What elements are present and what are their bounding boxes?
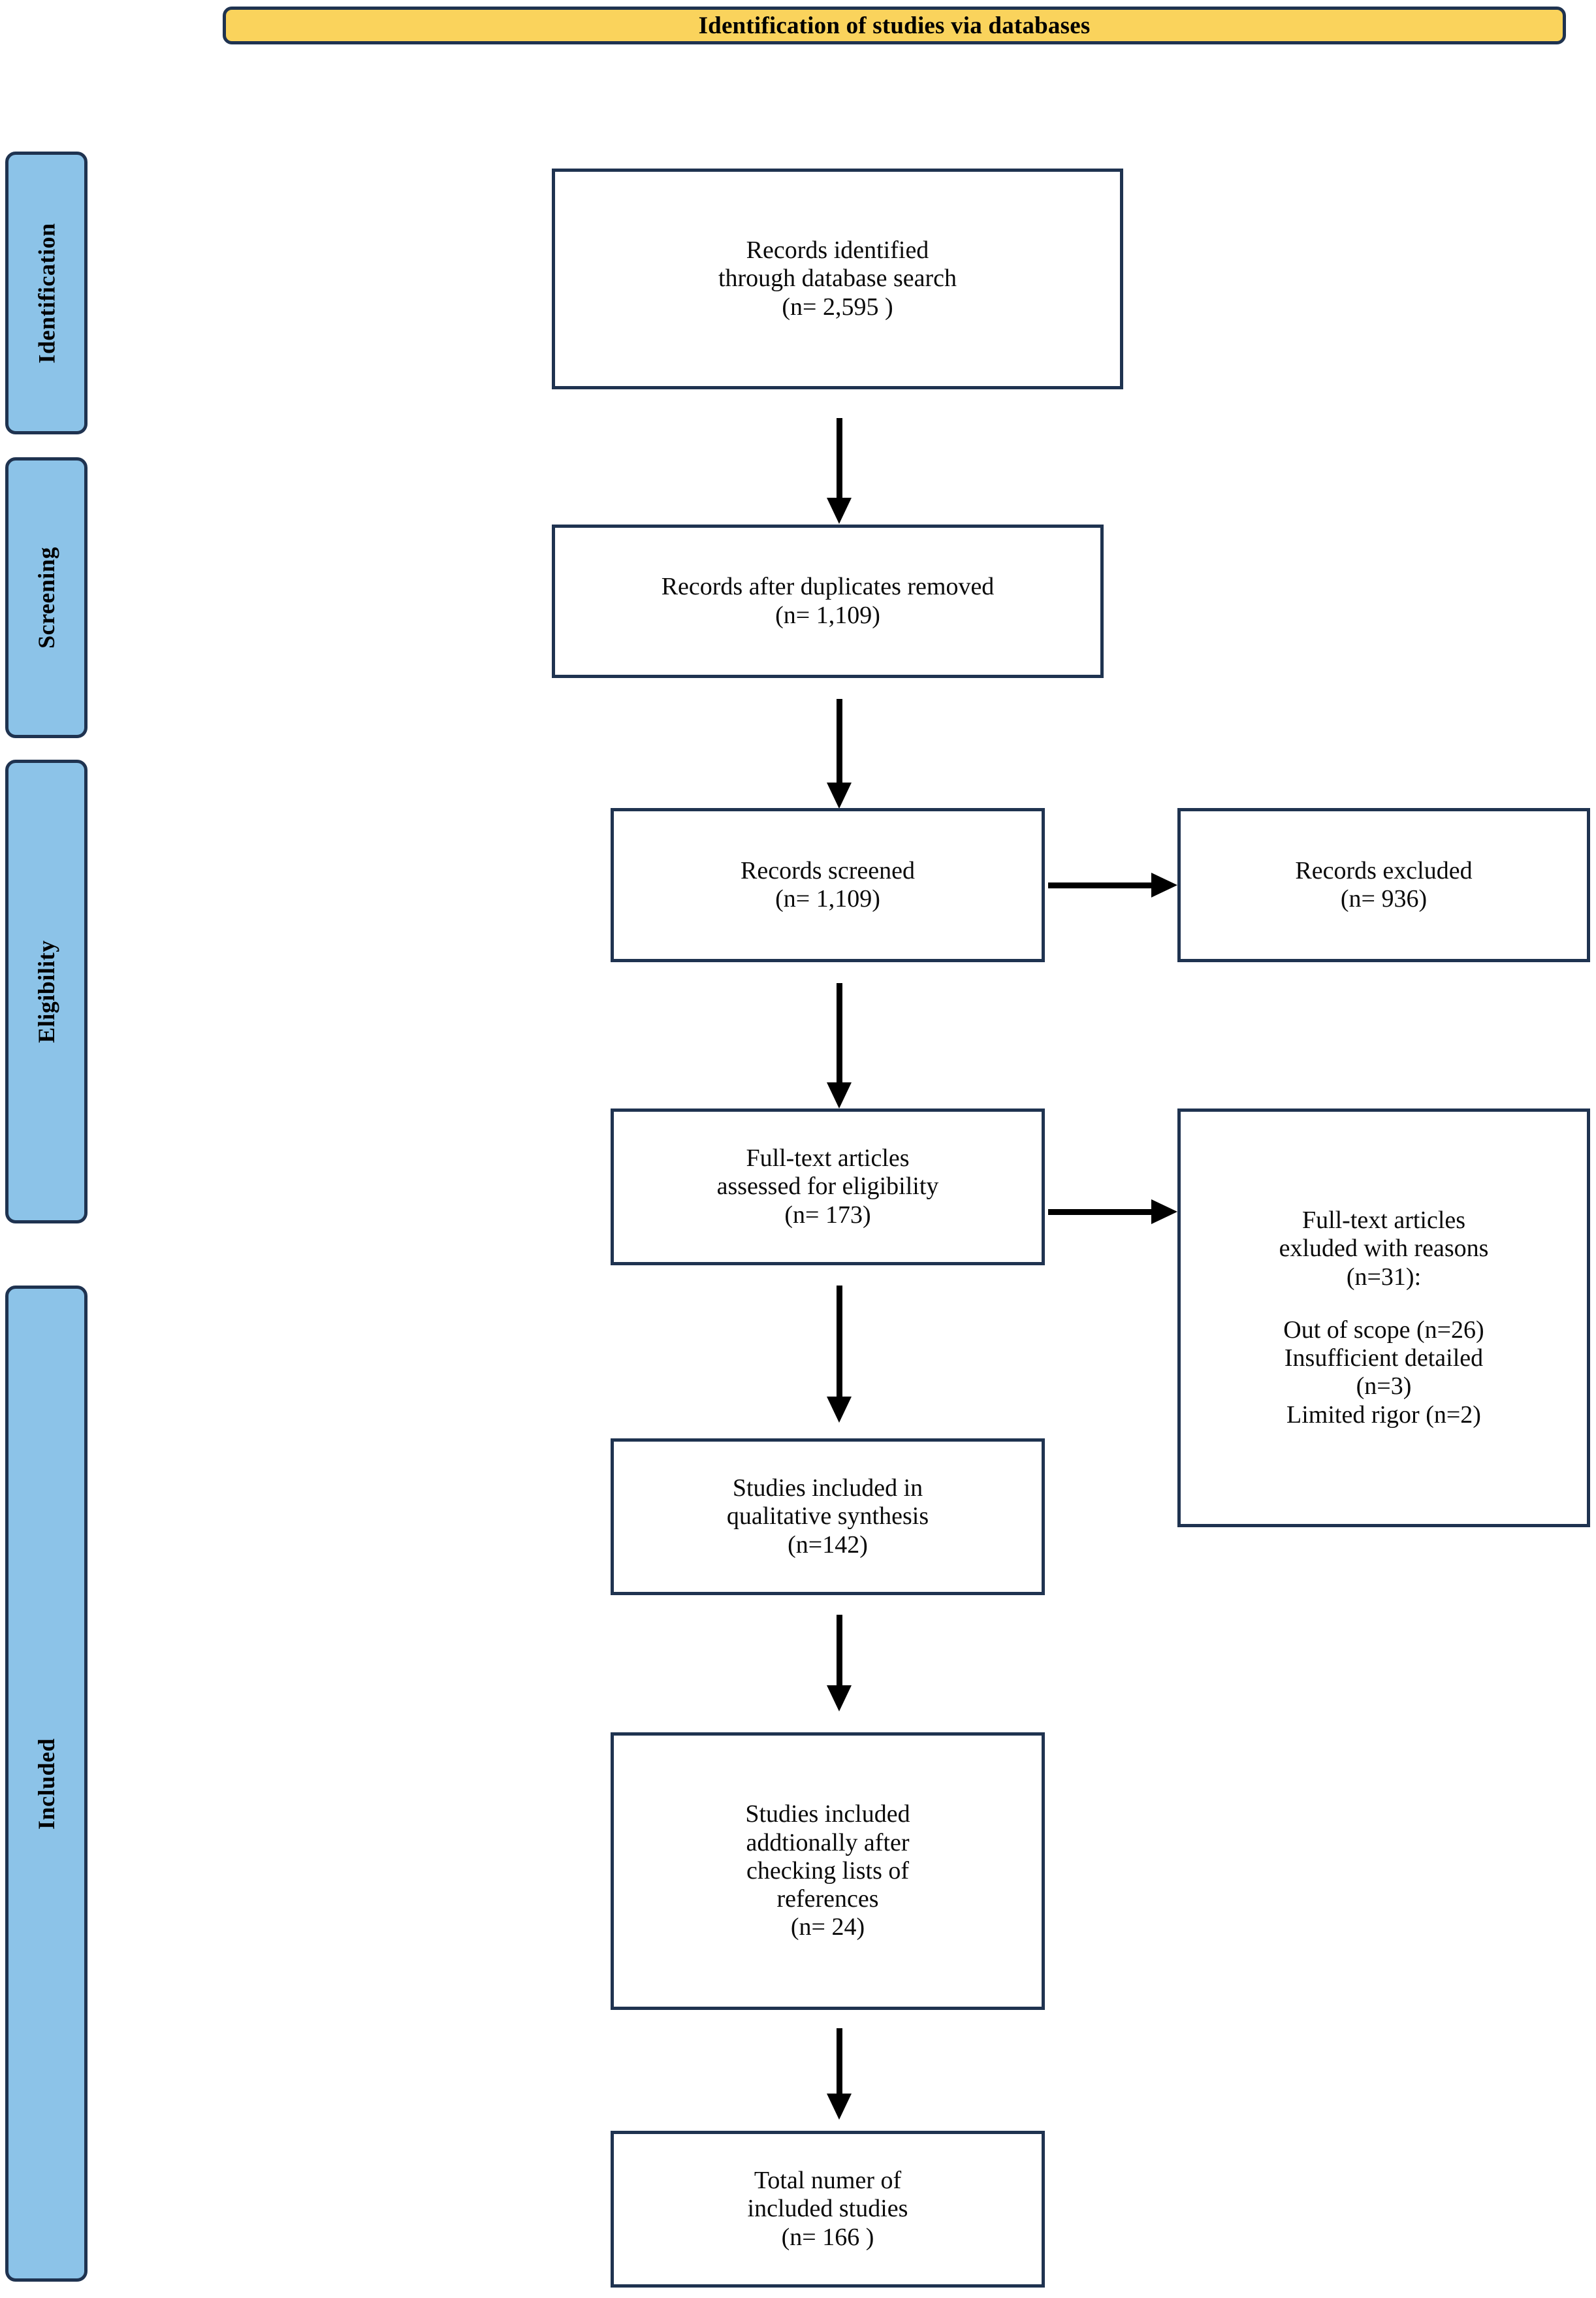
records-screened-line-1: Records screened: [741, 856, 915, 884]
stage-label-identification: Identification: [33, 222, 60, 364]
records-excluded-line-1: Records excluded: [1295, 856, 1473, 884]
records-after-duplicates-line-1: Records after duplicates removed: [661, 573, 995, 601]
page-title: Identification of studies via databases: [698, 12, 1091, 39]
box-records-after-duplicates: Records after duplicates removed (n= 1,1…: [552, 525, 1104, 678]
stage-rail-identification: Identification: [5, 152, 88, 434]
records-identified-count: (n= 2,595 ): [782, 293, 893, 321]
qualitative-synthesis-count: (n=142): [788, 1530, 868, 1559]
total-included-line-1: Total numer of: [754, 2167, 902, 2195]
records-screened-count: (n= 1,109): [775, 885, 880, 913]
additional-references-line-2: addtionally after: [746, 1828, 910, 1856]
additional-references-line-4: references: [776, 1885, 879, 1913]
box-total-included: Total numer of included studies (n= 166 …: [611, 2131, 1045, 2288]
qualitative-synthesis-line-1: Studies included in: [732, 1474, 923, 1502]
fulltext-excluded-line-2: exluded with reasons: [1279, 1235, 1489, 1263]
box-fulltext-assessed: Full-text articles assessed for eligibil…: [611, 1109, 1045, 1265]
records-excluded-count: (n= 936): [1340, 885, 1428, 913]
exclusion-reason-insufficient-detail: Insufficient detailed: [1284, 1344, 1484, 1372]
box-qualitative-synthesis: Studies included in qualitative synthesi…: [611, 1438, 1045, 1595]
box-additional-references: Studies included addtionally after check…: [611, 1732, 1045, 2010]
stage-label-included: Included: [33, 1738, 59, 1830]
fulltext-assessed-line-2: assessed for eligibility: [716, 1173, 939, 1201]
qualitative-synthesis-line-2: qualitative synthesis: [726, 1502, 929, 1530]
records-after-duplicates-count: (n= 1,109): [775, 601, 880, 629]
stage-rail-screening: Screening: [5, 457, 88, 738]
fulltext-excluded-line-1: Full-text articles: [1301, 1206, 1466, 1234]
records-identified-line-2: through database search: [718, 265, 957, 293]
total-included-count: (n= 166 ): [781, 2223, 874, 2251]
stage-rail-eligibility: Eligibility: [5, 760, 88, 1223]
exclusion-reason-out-of-scope: Out of scope (n=26): [1283, 1316, 1484, 1344]
box-records-screened: Records screened (n= 1,109): [611, 808, 1045, 962]
fulltext-assessed-count: (n= 173): [784, 1201, 871, 1229]
box-records-excluded: Records excluded (n= 936): [1177, 808, 1590, 962]
stage-label-screening: Screening: [33, 547, 59, 649]
fulltext-excluded-spacer: [1381, 1291, 1387, 1316]
diagram-header-banner: Identification of studies via databases: [223, 7, 1566, 44]
box-fulltext-excluded: Full-text articles exluded with reasons …: [1177, 1109, 1590, 1527]
total-included-line-2: included studies: [747, 2195, 908, 2223]
records-identified-line-1: Records identified: [746, 236, 929, 265]
stage-rail-included: Included: [5, 1286, 88, 2282]
additional-references-line-1: Studies included: [745, 1800, 910, 1828]
exclusion-reason-limited-rigor: Limited rigor (n=2): [1286, 1400, 1481, 1429]
additional-references-count: (n= 24): [790, 1913, 865, 1941]
stage-label-eligibility: Eligibility: [33, 940, 60, 1043]
exclusion-reason-insufficient-detail-count: (n=3): [1356, 1372, 1412, 1400]
additional-references-line-3: checking lists of: [746, 1856, 910, 1885]
fulltext-excluded-count: (n=31):: [1346, 1263, 1422, 1291]
box-records-identified: Records identified through database sear…: [552, 169, 1123, 389]
fulltext-assessed-line-1: Full-text articles: [746, 1144, 910, 1173]
